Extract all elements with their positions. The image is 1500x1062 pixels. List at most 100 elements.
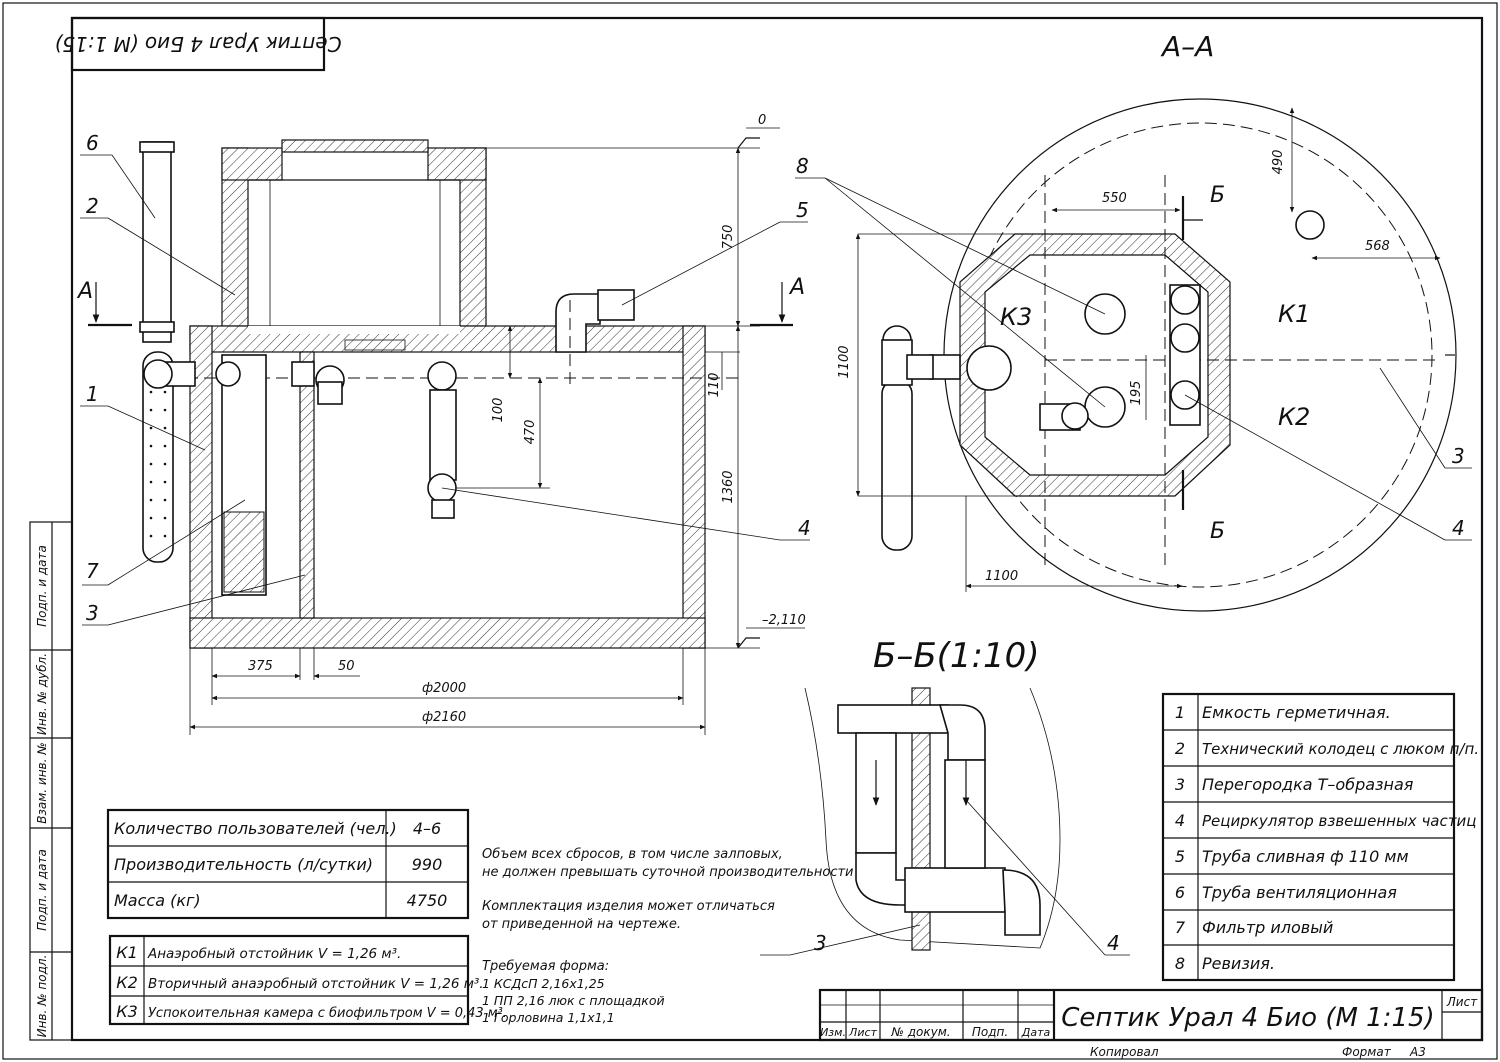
callout-4: 4	[798, 516, 811, 540]
section-mark-a-left: А	[76, 279, 93, 304]
legend-num-6: 6	[1175, 883, 1185, 902]
perforated-pipe	[142, 351, 174, 563]
callout-bb-3: 3	[814, 931, 827, 955]
note-2a: Комплектация изделия может отличаться	[482, 899, 775, 914]
note-3a: Требуемая форма:	[482, 959, 609, 974]
elevation-bottom: –2,110	[762, 613, 806, 628]
section-mark-b-bottom: Б	[1210, 519, 1225, 544]
legend-text-1: Емкость герметичная.	[1202, 703, 1391, 722]
section-aa-view: А–А Б Б К1 К2	[795, 30, 1472, 612]
tank-floor	[189, 617, 706, 649]
main-section-view	[139, 139, 740, 649]
top-label-box: Септик Урал 4 Био (М 1:15)	[54, 16, 342, 72]
chamber-table: К1 Анаэробный отстойник V = 1,26 м³. К2 …	[108, 934, 507, 1026]
tb-col-doc: № докум.	[890, 1025, 950, 1039]
main-horizontal-dims: 375 50 ф2000 ф2160	[189, 648, 706, 735]
partition-t	[299, 351, 315, 619]
chamber-code-2: К2	[116, 973, 138, 992]
dim-110: 110	[707, 373, 722, 398]
dim-100: 100	[491, 398, 506, 423]
dim-568: 568	[1365, 239, 1390, 254]
dim-1100-horizontal: 1100	[985, 569, 1018, 584]
callout-3: 3	[86, 601, 99, 625]
title-block: Изм. Лист № докум. Подп. Дата Септик Ура…	[818, 988, 1484, 1059]
chamber-code-1: К1	[116, 943, 138, 962]
spec-label-capacity: Производительность (л/сутки)	[114, 855, 373, 874]
elevation-zero: 0	[758, 113, 766, 128]
section-mark-a-right: А	[788, 275, 805, 300]
vent-opening	[1295, 210, 1325, 240]
note-1a: Объем всех сбросов, в том числе залповых…	[482, 847, 783, 862]
spec-value-users: 4–6	[413, 819, 441, 838]
section-marks-a: А А	[76, 275, 805, 327]
section-aa-title: А–А	[1160, 30, 1214, 63]
silt-filter-mesh	[223, 511, 265, 593]
tb-col-izm: Изм.	[820, 1026, 846, 1039]
section-bb-view: Б–Б(1:10) 3 4	[760, 636, 1130, 956]
stamp-field-3: Взам. инв. №	[35, 742, 49, 823]
dim-2160: ф2160	[422, 710, 466, 725]
callout-aa-3: 3	[1452, 444, 1465, 468]
callout-1: 1	[86, 382, 99, 406]
stamp-field-2: Инв. № дубл.	[35, 653, 49, 735]
tb-col-sign: Подп.	[972, 1025, 1008, 1039]
note-3c: 1 ПП 2,16 люк с площадкой	[482, 993, 665, 1008]
legend-text-2: Технический колодец с люком п/п.	[1202, 740, 1479, 758]
chamber-k2: К2	[1278, 403, 1310, 431]
chamber-desc-1: Анаэробный отстойник V = 1,26 м³.	[147, 946, 401, 962]
shaft-top-right	[427, 147, 487, 181]
manhole-lid	[281, 139, 429, 153]
dim-750: 750	[721, 225, 736, 250]
specs-table: Количество пользователей (чел.) 4–6 Прои…	[106, 808, 470, 920]
tb-sheet: Лист	[1446, 995, 1478, 1009]
chamber-k1: К1	[1278, 300, 1310, 328]
legend-num-2: 2	[1175, 739, 1185, 758]
legend-text-8: Ревизия.	[1202, 954, 1275, 973]
shaft-top-left	[221, 147, 283, 181]
note-3d: 1 Горловина 1,1х1,1	[482, 1010, 615, 1025]
dim-490: 490	[1271, 150, 1286, 175]
stamp-field-4: Подп. и дата	[35, 849, 49, 931]
chamber-desc-2: Вторичный анаэробный отстойник V = 1,26 …	[148, 976, 484, 992]
dim-1100-vertical: 1100	[837, 345, 852, 378]
dim-1360: 1360	[721, 470, 736, 503]
dim-470: 470	[523, 420, 538, 445]
callout-7: 7	[86, 559, 99, 583]
tb-col-date: Дата	[1021, 1026, 1051, 1039]
stamp-field-5: Инв. № подл.	[35, 955, 49, 1038]
spec-label-mass: Масса (кг)	[114, 891, 201, 910]
side-stamp: Подп. и дата Инв. № дубл. Взам. инв. № П…	[29, 521, 73, 1041]
bb-break-outline	[804, 687, 1061, 949]
vent-pipe	[142, 141, 172, 343]
dim-375: 375	[248, 659, 273, 674]
main-callouts: 6 2 1 7 3 4 5	[80, 131, 811, 626]
tb-title: Септик Урал 4 Био (М 1:15)	[1061, 1003, 1434, 1033]
legend-num-7: 7	[1175, 918, 1186, 937]
legend-num-8: 8	[1175, 954, 1185, 973]
callout-5: 5	[796, 198, 809, 222]
tb-format-value: А3	[1409, 1045, 1426, 1059]
chamber-k3: К3	[1000, 303, 1032, 331]
legend-num-3: 3	[1175, 775, 1185, 794]
tank-wall-right	[682, 325, 706, 649]
legend-text-4: Рециркулятор взвешенных частиц	[1202, 812, 1476, 830]
shaft-opening	[248, 326, 460, 334]
plan-perforated-pipe	[881, 379, 913, 551]
outlet-pipe	[555, 293, 601, 353]
note-1b: не должен превышать суточной производите…	[482, 865, 854, 880]
spec-label-users: Количество пользователей (чел.)	[114, 819, 397, 838]
callout-aa-4: 4	[1452, 516, 1465, 540]
callout-6: 6	[86, 131, 99, 155]
tb-col-list: Лист	[848, 1026, 877, 1039]
legend-text-6: Труба вентиляционная	[1202, 883, 1397, 902]
legend-num-1: 1	[1175, 703, 1185, 722]
dim-550: 550	[1102, 191, 1127, 206]
chamber-desc-3: Успокоительная камера с биофильтром V = …	[148, 1006, 507, 1021]
notes: Объем всех сбросов, в том числе залповых…	[482, 847, 854, 1025]
legend-num-4: 4	[1175, 811, 1185, 830]
legend-text-3: Перегородка Т–образная	[1202, 775, 1414, 794]
tb-format: Формат	[1342, 1045, 1392, 1059]
legend-text-5: Труба сливная ф 110 мм	[1202, 847, 1409, 866]
